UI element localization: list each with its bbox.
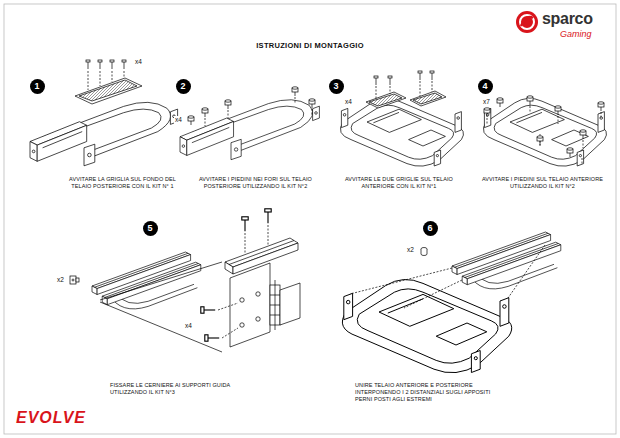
quantity-label: x4 [174,116,183,124]
step-caption: FISSARE LE CERNIERE AI SUPPORTI GUIDA UT… [110,382,235,396]
brand-logo-mark [516,11,538,33]
step-2-illustration [180,87,319,160]
step-number-circle: 1 [30,79,45,94]
step-number-circle: 4 [478,79,493,94]
step-number: 6 [427,224,432,233]
circle-fill [478,79,493,94]
step-number: 4 [482,82,487,91]
page-title: ISTRUZIONI DI MONTAGGIO [0,41,620,50]
circle-fill [176,79,191,94]
page-frame [4,4,616,434]
step-number-circle: 5 [143,221,158,236]
step-5-illustration [70,209,300,352]
step-4-illustration [483,96,606,166]
circle-fill [30,79,45,94]
quantity-label: x4 [134,58,143,66]
circle-fill [143,221,158,236]
circle-fill [329,79,344,94]
step-1-illustration [30,60,178,166]
step-number: 2 [180,82,185,91]
quantity-label: x2 [406,246,415,254]
step-caption: UNIRE TELAIO ANTERIORE E POSTERIORE INTE… [355,382,505,403]
step-number: 1 [34,82,39,91]
step-caption: AVVITARE I PIEDINI NEI FORI SUL TELAIO P… [188,176,323,190]
step-3-illustration [340,71,463,166]
step-number-circle: 6 [423,221,438,236]
brand-logo-text: sparco [542,9,593,29]
step-number: 3 [333,82,338,91]
step-number-circle: 2 [176,79,191,94]
quantity-label: x2 [56,276,65,284]
brand-subtitle: Gaming [560,29,592,40]
circle-fill [423,221,438,236]
quantity-label: x7 [482,98,491,106]
product-name: EVOLVE [16,408,86,428]
quantity-label: x4 [344,98,353,106]
step-caption: AVVITARE LA GRIGLIA SUL FONDO DEL TELAIO… [60,176,185,190]
step-caption: AVVITARE LE DUE GRIGLIE SUL TELAIO ANTER… [330,176,468,190]
step-number-circle: 3 [329,79,344,94]
step-number: 5 [147,224,152,233]
step-caption: AVVITARE I PIEDINI SUL TELAIO ANTERIORE … [475,176,610,190]
step-6-illustration [342,232,560,373]
quantity-label: x4 [184,322,193,330]
